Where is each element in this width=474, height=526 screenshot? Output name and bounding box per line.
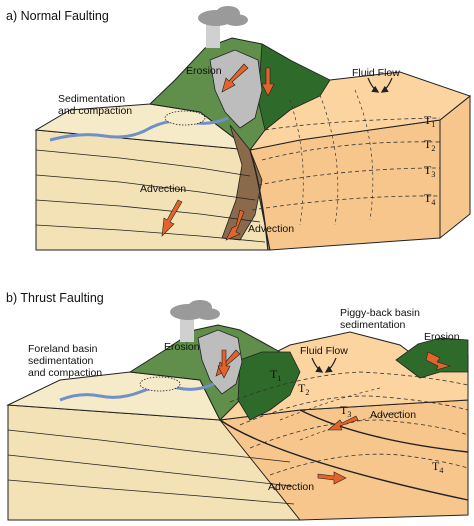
panel-b-advection-mid-label: Advection bbox=[370, 409, 416, 421]
panel-b-sediment-deposit bbox=[139, 376, 181, 392]
panel-a-fluid-flow-label: Fluid Flow bbox=[352, 67, 400, 79]
panel-b-thrust-faults bbox=[219, 409, 469, 501]
panel-b: b) Thrust Faulting bbox=[6, 291, 469, 521]
panel-b-erosion-right-label: Erosion bbox=[424, 331, 460, 343]
panel-a-advection-arrow-right bbox=[225, 209, 245, 241]
panel-a-fault-line bbox=[249, 149, 269, 251]
panel-a-erosion-label: Erosion bbox=[186, 65, 222, 77]
panel-b-erosion-left-label: Erosion bbox=[164, 341, 200, 353]
panel-a-sedimentation-label-1: Sedimentation bbox=[58, 93, 125, 105]
panel-b-isotherm-t1: T1 bbox=[270, 367, 281, 383]
panel-a-title: a) Normal Faulting bbox=[6, 9, 109, 23]
panel-a-isotherms bbox=[251, 117, 441, 211]
panel-b-piggyback-label-1: Piggy-back basin bbox=[340, 307, 420, 319]
panel-a-ridge-dark bbox=[257, 43, 331, 131]
panel-a-erosion-arrow bbox=[221, 63, 249, 93]
panel-b-erosion-arrow-2 bbox=[217, 349, 231, 379]
panel-a: a) Normal Faulting bbox=[6, 6, 472, 251]
panel-a-isotherm-t3: T3 bbox=[424, 163, 435, 179]
panel-b-title: b) Thrust Faulting bbox=[6, 291, 104, 305]
panel-b-advection-arrow-low bbox=[317, 471, 347, 485]
panel-b-fluid-flow-arrows bbox=[311, 357, 337, 373]
panel-b-sediment-layers bbox=[7, 429, 295, 505]
panel-b-isotherm-t3: T3 bbox=[340, 403, 351, 419]
panel-b-advection-low-label: Advection bbox=[268, 481, 314, 493]
panel-b-isotherm-t4: T4 bbox=[432, 459, 443, 475]
panel-a-sediment-layers bbox=[35, 149, 266, 243]
panel-a-advection-right-label: Advection bbox=[248, 223, 294, 235]
panel-b-isotherm-labels: T1 T2 T3 T4 bbox=[270, 367, 443, 475]
panel-b-isotherms bbox=[229, 371, 469, 476]
panel-a-isotherm-labels: T1 T2 T3 T4 bbox=[424, 113, 435, 207]
panel-a-fluid-streamlines bbox=[289, 89, 374, 226]
panel-a-block-side-basin bbox=[439, 94, 471, 240]
panel-b-ridge-dark bbox=[237, 351, 301, 421]
panel-a-isotherm-t4: T4 bbox=[424, 191, 435, 207]
panel-b-foreland-label-2: sedimentation bbox=[28, 355, 94, 367]
panel-a-advection-arrow-left bbox=[161, 199, 183, 237]
panel-b-erosion-right-arrow bbox=[425, 351, 452, 371]
panel-a-isotherm-t2: T2 bbox=[424, 137, 435, 153]
panel-b-foreland-label-1: Foreland basin bbox=[28, 343, 98, 355]
panel-a-erosion-arrow-2 bbox=[261, 67, 275, 97]
panel-b-cloud-icon bbox=[170, 300, 220, 342]
panel-a-advection-left-label: Advection bbox=[140, 183, 186, 195]
panel-b-foreland-label-3: and compaction bbox=[28, 367, 102, 379]
panel-b-river bbox=[59, 382, 215, 402]
panel-b-isotherm-t2: T2 bbox=[298, 381, 309, 397]
panel-a-cloud-icon bbox=[198, 6, 248, 48]
panel-a-fluid-flow-arrows bbox=[367, 77, 393, 93]
panel-a-rock-face bbox=[209, 49, 263, 129]
panel-a-process-arrows bbox=[161, 63, 275, 241]
panel-a-isotherm-t1: T1 bbox=[424, 113, 435, 129]
panel-b-advection-arrow-mid bbox=[327, 415, 359, 431]
panel-a-sedimentation-label-2: and compaction bbox=[58, 105, 132, 117]
panel-a-river bbox=[49, 116, 229, 142]
panel-a-sediment-deposit bbox=[164, 110, 206, 126]
panel-b-process-arrows bbox=[215, 349, 452, 485]
panel-b-fluid-flow-label: Fluid Flow bbox=[300, 345, 348, 357]
panel-b-piggyback-label-2: sedimentation bbox=[340, 319, 406, 331]
